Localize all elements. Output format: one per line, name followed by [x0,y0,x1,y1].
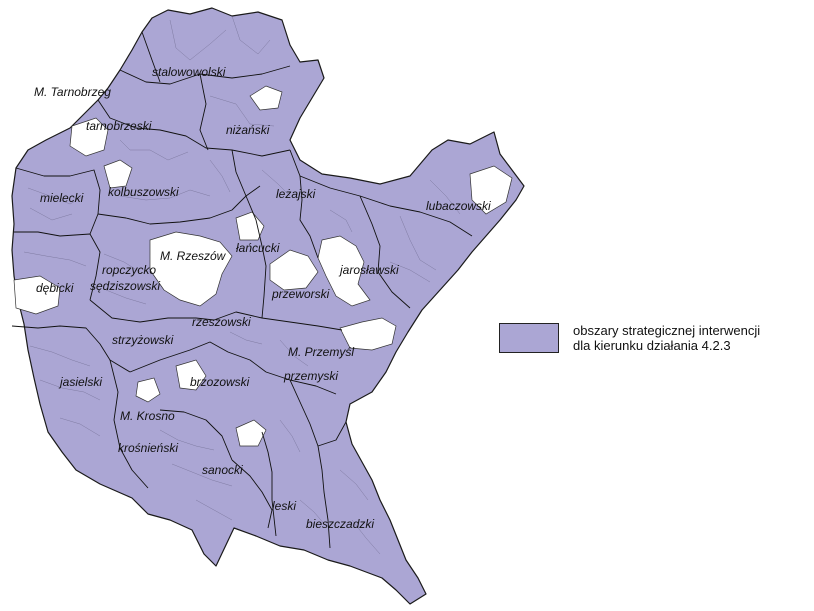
commune-boundaries [23,15,461,555]
label-jaroslawski: jarosławski [338,263,399,277]
legend-text: obszary strategicznej interwencji dla ki… [573,323,760,353]
label-m-tarnobrzeg: M. Tarnobrzeg [34,85,111,99]
white-area-przeworsk [269,249,319,291]
label-m-krosno: M. Krosno [120,409,175,423]
label-lancucki: łańcucki [236,241,280,255]
label-m-przemysl: M. Przemyśl [288,345,354,359]
label-kolbuszowski: kolbuszowski [108,185,179,199]
label-brzozowski: brzozowski [190,375,250,389]
district-labels: stalowowolski M. Tarnobrzeg tarnobrzeski… [34,65,491,531]
legend-line-2: dla kierunku działania 4.2.3 [573,338,731,353]
label-krosnienski: krośnieński [118,441,178,455]
legend: obszary strategicznej interwencji dla ki… [499,323,760,353]
label-mielecki: mielecki [40,191,84,205]
label-bieszczadzki: bieszczadzki [306,517,374,531]
label-nizanski: niżański [226,123,270,137]
white-area-krosno [135,377,161,403]
white-area-kolbuszowa-north [103,159,133,189]
white-area-rzeszow [149,231,233,307]
district-boundaries [11,31,473,549]
label-lubaczowski: lubaczowski [426,199,491,213]
label-przemyski: przemyski [283,369,338,383]
label-jasielski: jasielski [58,375,102,389]
white-area-tarnobrzeg [69,117,109,157]
label-lezajski: leżajski [276,187,316,201]
label-sedziszowski: sędziszowski [90,279,160,293]
label-m-rzeszow: M. Rzeszów [160,249,227,263]
label-tarnobrzeski: tarnobrzeski [86,119,152,133]
label-sanocki: sanocki [202,463,243,477]
white-area-lancut [235,211,265,241]
label-ropczycko: ropczycko [102,263,156,277]
legend-swatch [499,323,559,353]
white-area-przemysl [339,317,397,351]
label-debicki: dębicki [36,281,74,295]
label-leski: leski [272,499,296,513]
legend-line-1: obszary strategicznej interwencji [573,323,761,338]
white-area-debica [13,275,61,315]
label-stalowowolski: stalowowolski [152,65,226,79]
label-przeworski: przeworski [271,287,330,301]
white-area-nisko [249,85,283,111]
white-area-jaroslaw [317,235,371,307]
white-area-lubaczow [469,165,513,215]
white-area-sanok [235,419,267,447]
label-rzeszowski: rzeszowski [192,315,251,329]
label-strzyzowski: strzyżowski [112,333,174,347]
white-area-brzozow [175,359,207,391]
